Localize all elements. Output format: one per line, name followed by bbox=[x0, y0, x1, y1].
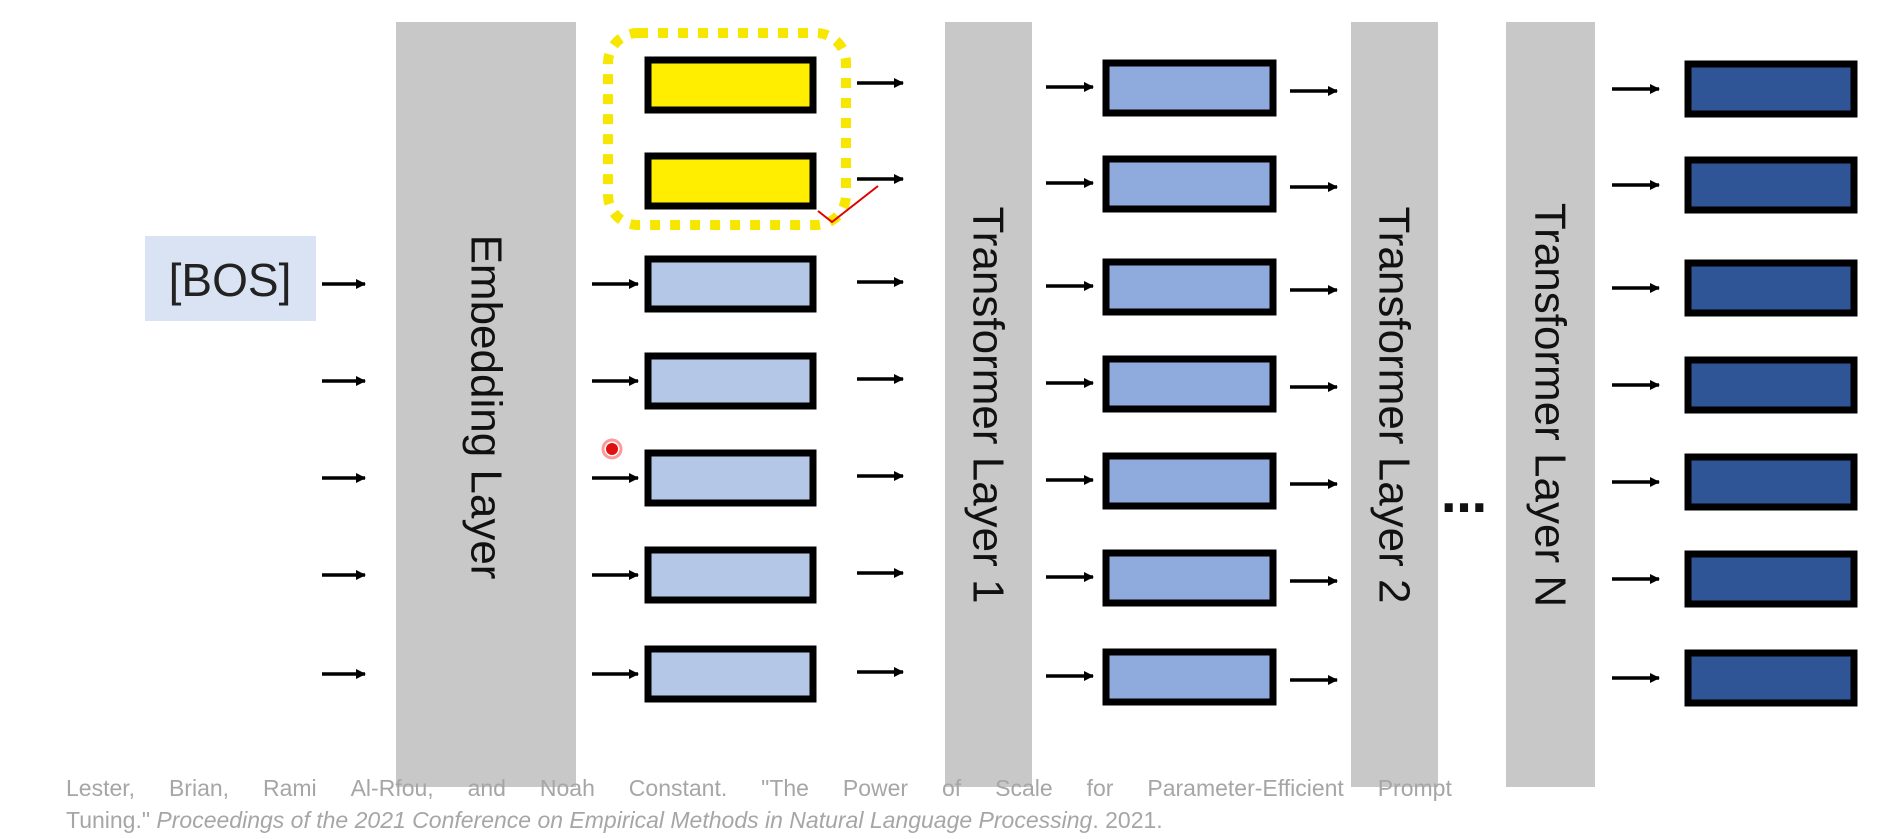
hidden-state-vector bbox=[1102, 258, 1277, 316]
token-embedding-vector bbox=[644, 546, 817, 604]
citation-word: Rami bbox=[262, 775, 317, 801]
transformer-layer-n bbox=[1506, 22, 1595, 787]
token-embedding-vector bbox=[644, 352, 817, 410]
output-vector bbox=[1684, 356, 1858, 414]
soft-prompt-vector bbox=[644, 56, 817, 114]
citation-word: and bbox=[467, 775, 506, 801]
output-vector bbox=[1684, 156, 1858, 214]
transformer-layer-2-label: Transformer Layer 2 bbox=[1370, 207, 1419, 604]
citation-word: Constant. bbox=[628, 775, 728, 801]
output-vector bbox=[1684, 649, 1858, 707]
citation-title-end: Tuning." bbox=[66, 807, 151, 833]
transformer-layer-n-label: Transformer Layer N bbox=[1526, 203, 1575, 607]
annotation-stroke bbox=[817, 185, 879, 224]
citation-line-1: Lester, Brian, Rami Al-Rfou, and Noah Constant… bbox=[66, 772, 1452, 804]
output-vector bbox=[1684, 259, 1858, 317]
citation-year: . 2021. bbox=[1092, 807, 1163, 833]
hidden-state-vector bbox=[1102, 59, 1277, 117]
pointer-dot bbox=[606, 443, 618, 455]
citation-venue: Proceedings of the 2021 Conference on Em… bbox=[156, 807, 1093, 833]
citation-word: "The bbox=[761, 775, 809, 801]
citation-word: Al-Rfou, bbox=[350, 775, 434, 801]
token-embedding-vector bbox=[644, 255, 817, 313]
embedding-layer bbox=[396, 22, 576, 787]
ellipsis: … bbox=[1441, 469, 1487, 523]
bos-token-box bbox=[145, 236, 316, 321]
output-vector bbox=[1684, 60, 1858, 118]
citation: Lester, Brian, Rami Al-Rfou, and Noah Constant… bbox=[66, 772, 1452, 836]
output-vector bbox=[1684, 550, 1858, 608]
soft-prompt-vector bbox=[644, 152, 817, 210]
citation-word: Prompt bbox=[1377, 775, 1452, 801]
citation-line-2: Tuning." Proceedings of the 2021 Confere… bbox=[66, 804, 1452, 836]
soft-prompt-outline bbox=[603, 28, 851, 230]
hidden-state-vector bbox=[1102, 452, 1277, 510]
citation-word: Lester, bbox=[66, 775, 136, 801]
bos-token-label: [BOS] bbox=[169, 254, 292, 306]
embedding-layer-label: Embedding Layer bbox=[462, 235, 511, 580]
hidden-state-vector bbox=[1102, 355, 1277, 413]
citation-word: Scale bbox=[995, 775, 1053, 801]
citation-word: Power bbox=[842, 775, 909, 801]
transformer-layer-2 bbox=[1351, 22, 1438, 787]
output-vector bbox=[1684, 453, 1858, 511]
transformer-layer-1-label: Transformer Layer 1 bbox=[964, 207, 1013, 604]
citation-word: Noah bbox=[539, 775, 595, 801]
token-embedding-vector bbox=[644, 645, 817, 703]
token-embedding-vector bbox=[644, 449, 817, 507]
citation-word: of bbox=[942, 775, 962, 801]
citation-word: Parameter-Efficient bbox=[1147, 775, 1344, 801]
transformer-layer-1 bbox=[945, 22, 1032, 787]
pointer-halo bbox=[601, 438, 623, 460]
hidden-state-vector bbox=[1102, 648, 1277, 706]
citation-word: for bbox=[1086, 775, 1114, 801]
citation-word: Brian, bbox=[168, 775, 230, 801]
hidden-state-vector bbox=[1102, 155, 1277, 213]
hidden-state-vector bbox=[1102, 549, 1277, 607]
